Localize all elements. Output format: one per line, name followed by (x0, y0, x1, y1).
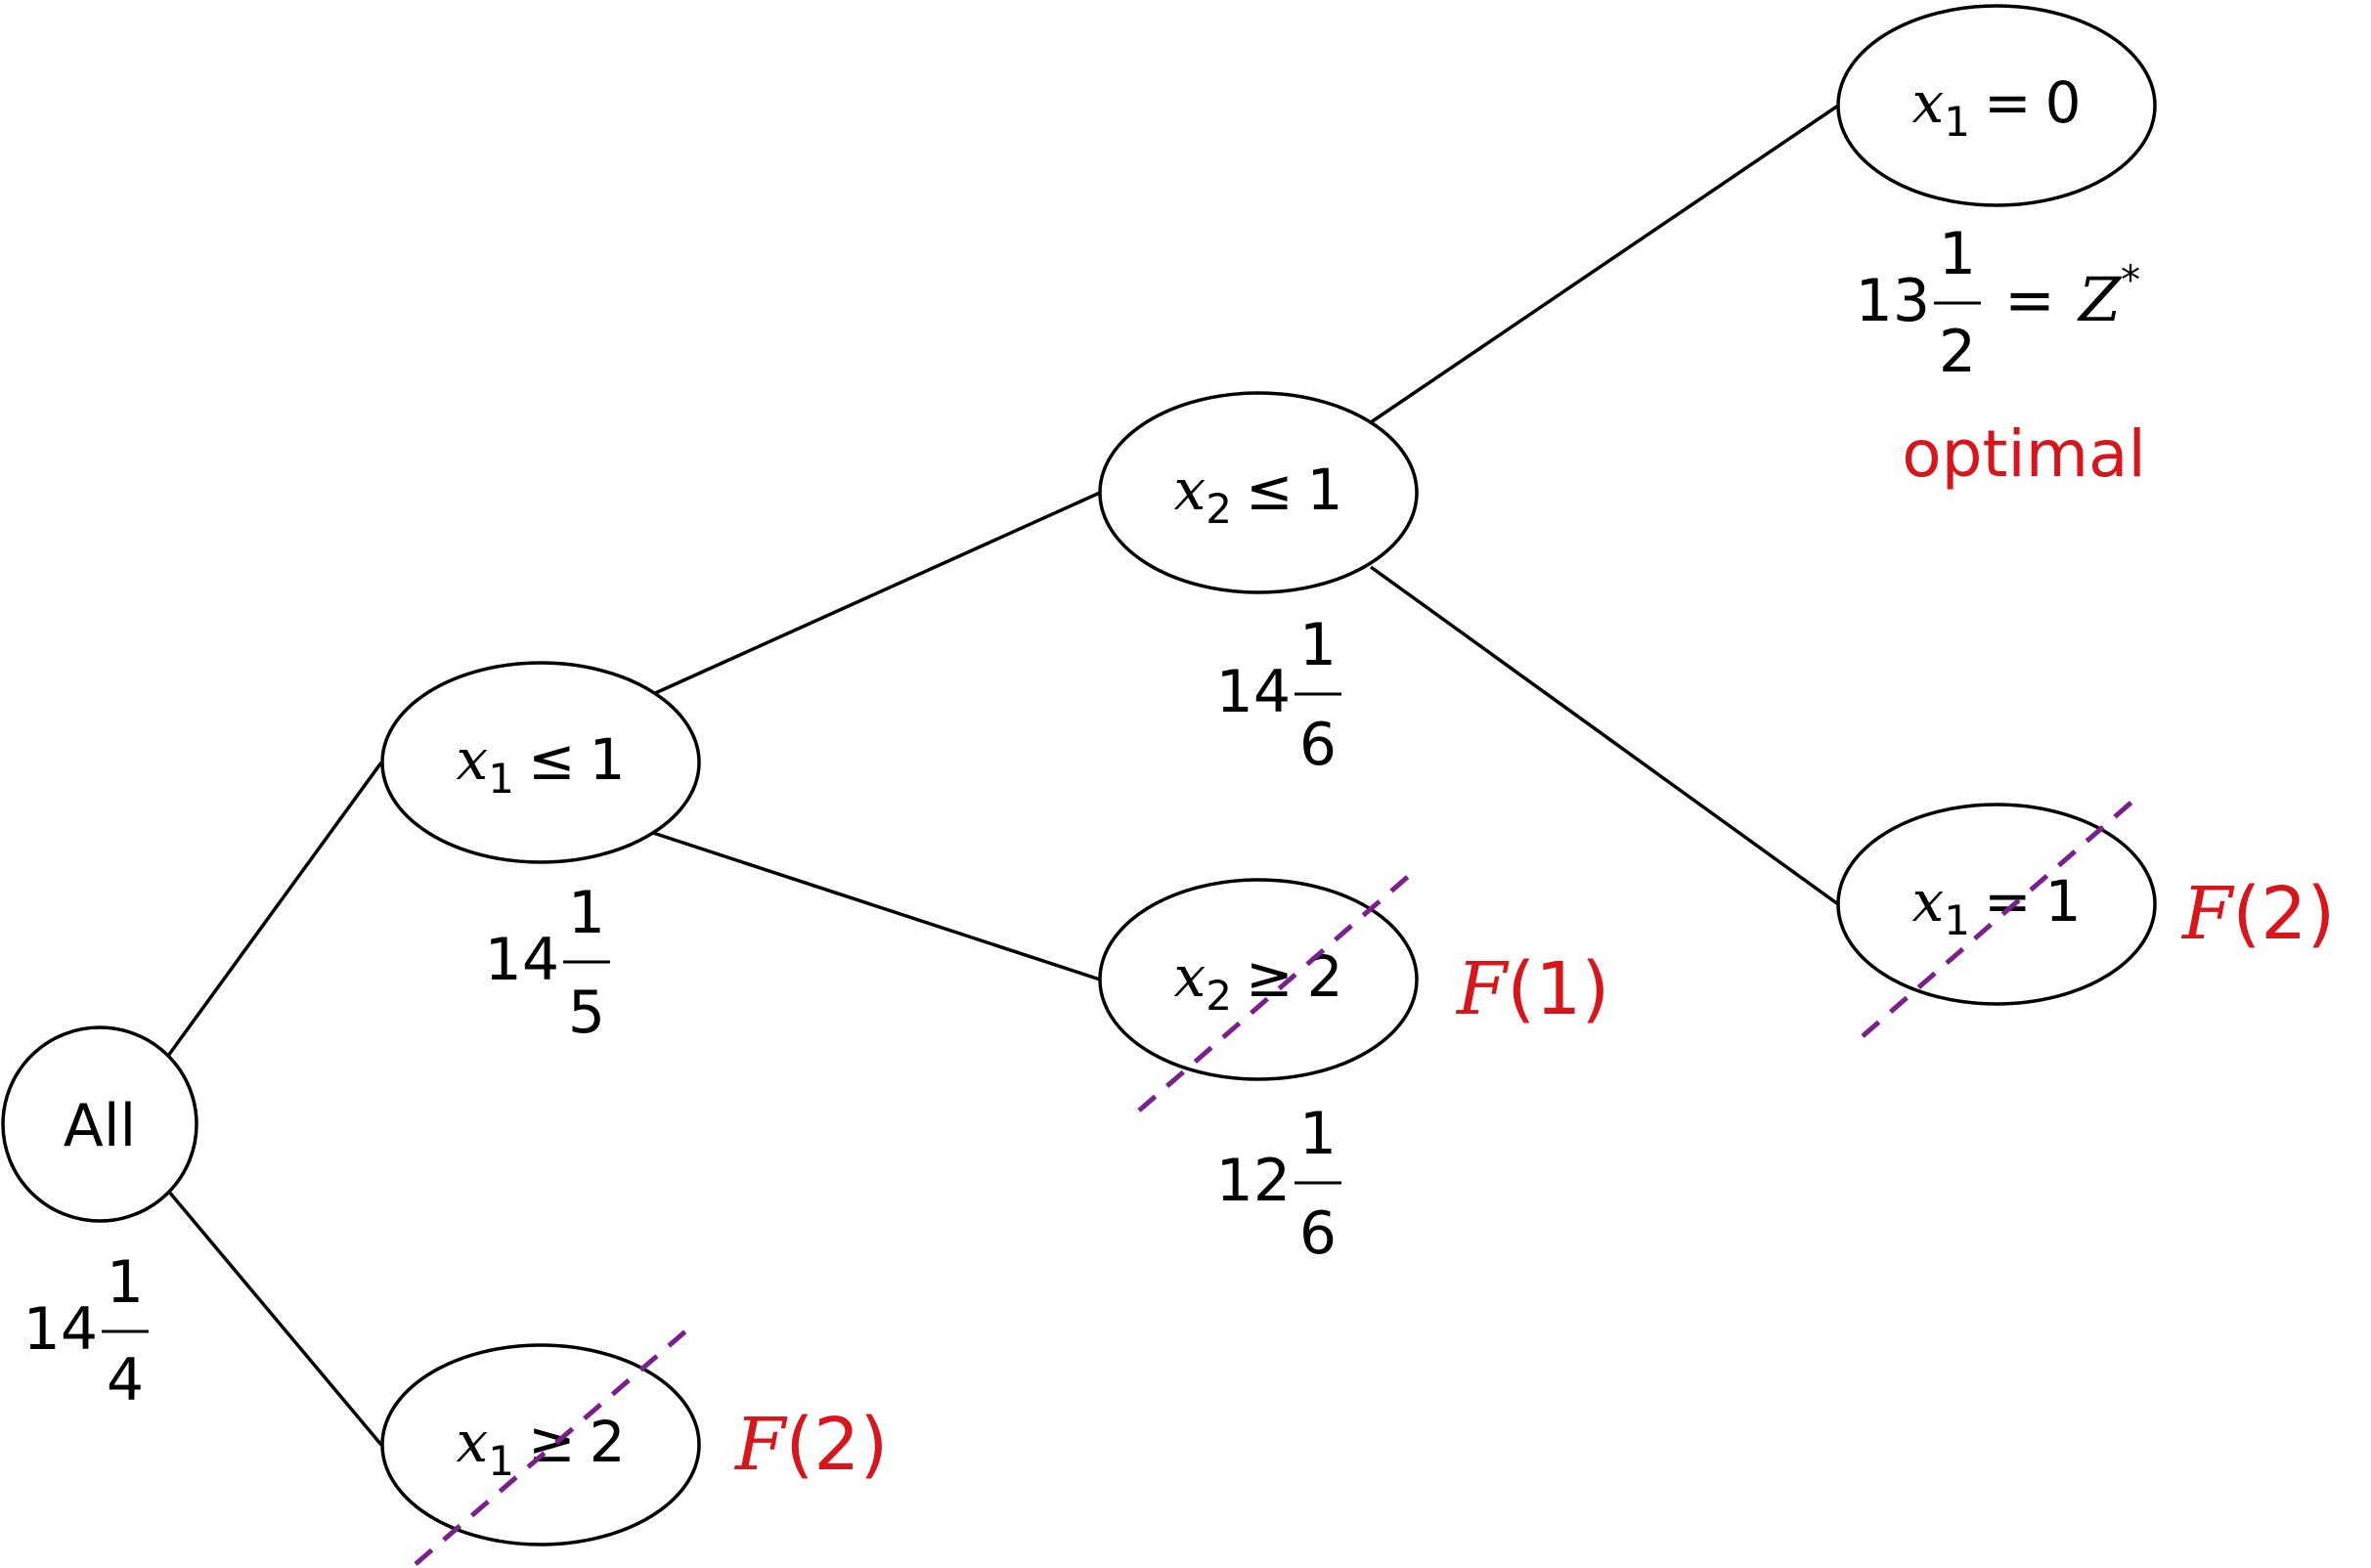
slash-node-x1-eq-1 (1861, 792, 2143, 1038)
fathom-label-n6: F(2) (2180, 872, 2335, 956)
node-x1-eq-1-ellipse (1836, 803, 2157, 1006)
bound-n5-whole: 13 (1856, 267, 1930, 335)
bound-n1-num: 1 (568, 879, 605, 947)
bound-n1-den: 5 (568, 979, 605, 1047)
node-x2-le-1-label: x2≤1 (1174, 457, 1343, 533)
bound-all-den: 4 (107, 1346, 144, 1415)
node-x2-ge-2: x2≥2 (1098, 878, 1419, 1081)
edge-n1-n3 (652, 491, 1101, 696)
node-x2-ge-2-ellipse (1098, 878, 1419, 1081)
node-x1-le-1-ellipse (380, 661, 701, 864)
node-x1-eq-1: x1=1 (1836, 803, 2157, 1006)
slash-node-x1-ge-2 (414, 1324, 694, 1566)
node-x2-le-1: x2≤1 (1098, 391, 1419, 594)
bound-n4-num: 1 (1299, 1100, 1337, 1168)
bound-n1: 14 1 5 (485, 879, 610, 1047)
edge-all-n1 (166, 761, 383, 1058)
edge-n3-n6 (1369, 565, 1840, 906)
bound-n5-z-star: =Z* (2004, 258, 2140, 335)
node-x1-eq-1-label: x1=1 (1912, 868, 2082, 944)
node-x1-eq-0-ellipse (1836, 4, 2157, 207)
node-x1-le-1: x1≤1 (380, 661, 701, 864)
node-x1-ge-2-label: x1≥2 (457, 1409, 626, 1485)
tree-edges (166, 104, 1840, 1447)
fathom-label-n4: F(1) (1455, 947, 1609, 1031)
bound-n5: 13 1 2 =Z* (1856, 220, 2140, 386)
bound-all: 14 1 4 (23, 1248, 149, 1415)
node-x1-eq-0-label: x1=0 (1912, 69, 2082, 146)
edge-n3-n5 (1370, 104, 1839, 424)
node-x1-le-1-label: x1≤1 (457, 726, 626, 803)
bound-n3-num: 1 (1299, 611, 1337, 679)
bound-n4: 12 1 6 (1216, 1100, 1341, 1268)
bound-all-whole: 14 (23, 1295, 98, 1364)
node-x2-le-1-ellipse (1098, 391, 1419, 594)
fathom-slashes (414, 792, 2143, 1566)
node-x1-ge-2-ellipse (380, 1343, 701, 1546)
node-x2-ge-2-label: x2≥2 (1174, 943, 1343, 1020)
edge-all-n2 (166, 1189, 383, 1447)
bound-n3: 14 1 6 (1216, 611, 1341, 779)
optimal-label: optimal (1902, 416, 2146, 492)
bound-all-num: 1 (107, 1248, 144, 1317)
edge-n1-n4 (652, 831, 1101, 981)
bound-n4-den: 6 (1299, 1199, 1337, 1268)
bound-n4-whole: 12 (1216, 1147, 1291, 1215)
node-x1-eq-0: x1=0 (1836, 4, 2157, 207)
node-all-circle (1, 1025, 198, 1223)
node-all-label: All (64, 1092, 136, 1160)
bound-n5-num: 1 (1939, 220, 1976, 288)
fathom-label-n2: F(2) (733, 1403, 888, 1487)
bound-n3-whole: 14 (1216, 658, 1291, 726)
bound-n5-den: 2 (1939, 318, 1976, 386)
bound-n3-den: 6 (1299, 711, 1337, 779)
node-all: All (1, 1025, 198, 1223)
slash-node-x2-ge-2 (1137, 866, 1420, 1112)
bound-n1-whole: 14 (485, 926, 559, 994)
node-x1-ge-2: x1≥2 (380, 1343, 701, 1546)
